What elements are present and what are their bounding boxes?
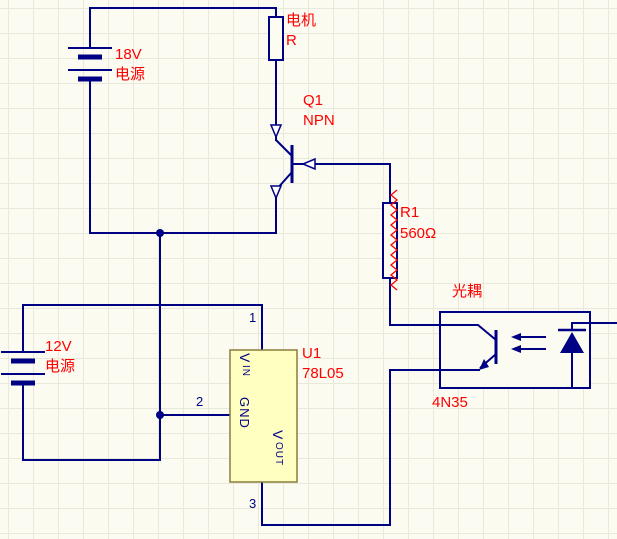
- r1-error-squiggle: [389, 189, 399, 291]
- wire-vout-to-opto[interactable]: [261, 369, 440, 526]
- wire-emitter-ground-rail[interactable]: [89, 79, 277, 234]
- battery-12v-symbol[interactable]: [1, 351, 45, 386]
- battery-18v-symbol[interactable]: [68, 47, 112, 82]
- battery12-value-label[interactable]: 12V: [45, 338, 72, 355]
- wire-12v-positive[interactable]: [22, 304, 263, 352]
- q1-emitter-arrow: [269, 185, 283, 200]
- u1-vin-sub: IN: [240, 365, 251, 378]
- r1-ref-label[interactable]: R1: [400, 204, 420, 221]
- u1-body[interactable]: [229, 349, 298, 483]
- opto-led-cathode-wire: [571, 322, 617, 330]
- battery12-name-label[interactable]: 电源: [45, 358, 76, 375]
- u1-vout-sub: OUT: [273, 442, 284, 467]
- u1-part-label[interactable]: 78L05: [302, 365, 344, 382]
- opto-name-label[interactable]: 光耦: [452, 283, 483, 300]
- wire-ground-branch[interactable]: [22, 233, 161, 461]
- u1-pin3-number: 3: [249, 496, 257, 511]
- battery18-value-label[interactable]: 18V: [115, 46, 142, 63]
- wire-base-to-r1[interactable]: [292, 163, 391, 203]
- motor-resistor-ref-label[interactable]: R: [286, 32, 297, 49]
- u1-pin2-number: 2: [196, 394, 204, 409]
- optocoupler-symbol[interactable]: [439, 311, 617, 389]
- motor-resistor-body[interactable]: [268, 16, 284, 61]
- junction-dot: [156, 411, 164, 419]
- q1-collector-diagonal[interactable]: [275, 139, 293, 157]
- opto-light-arrowhead-2: [511, 345, 521, 353]
- u1-vin-main: V: [237, 353, 253, 364]
- r1-body[interactable]: [382, 202, 398, 279]
- opto-part-label[interactable]: 4N35: [432, 394, 468, 411]
- q1-ref-label[interactable]: Q1: [303, 92, 324, 109]
- junction-dot: [156, 229, 164, 237]
- q1-type-label[interactable]: NPN: [303, 112, 335, 129]
- u1-pin1-number: 1: [249, 310, 257, 325]
- u1-ref-label[interactable]: U1: [302, 345, 322, 362]
- u1-vin-pin-name: VIN: [237, 353, 253, 378]
- q1-collector-arrow: [269, 124, 283, 139]
- opto-emitter-arrowhead: [479, 359, 489, 370]
- opto-light-arrowhead-1: [511, 333, 521, 341]
- q1-base-arrow: [301, 157, 316, 171]
- wire-r1-to-opto[interactable]: [389, 278, 440, 326]
- battery18-name-label[interactable]: 电源: [115, 66, 146, 83]
- motor-resistor-name-label[interactable]: 电机: [286, 12, 317, 29]
- opto-phototransistor-collector: [440, 324, 497, 341]
- opto-led-triangle: [560, 332, 584, 353]
- r1-value-label[interactable]: 560Ω: [400, 225, 437, 242]
- u1-vout-pin-name: VOUT: [270, 430, 286, 467]
- wire-18v-positive[interactable]: [89, 7, 277, 48]
- u1-vout-main: V: [270, 430, 286, 441]
- u1-gnd-pin-name: GND: [237, 397, 252, 429]
- q1-npn-symbol[interactable]: [269, 124, 316, 200]
